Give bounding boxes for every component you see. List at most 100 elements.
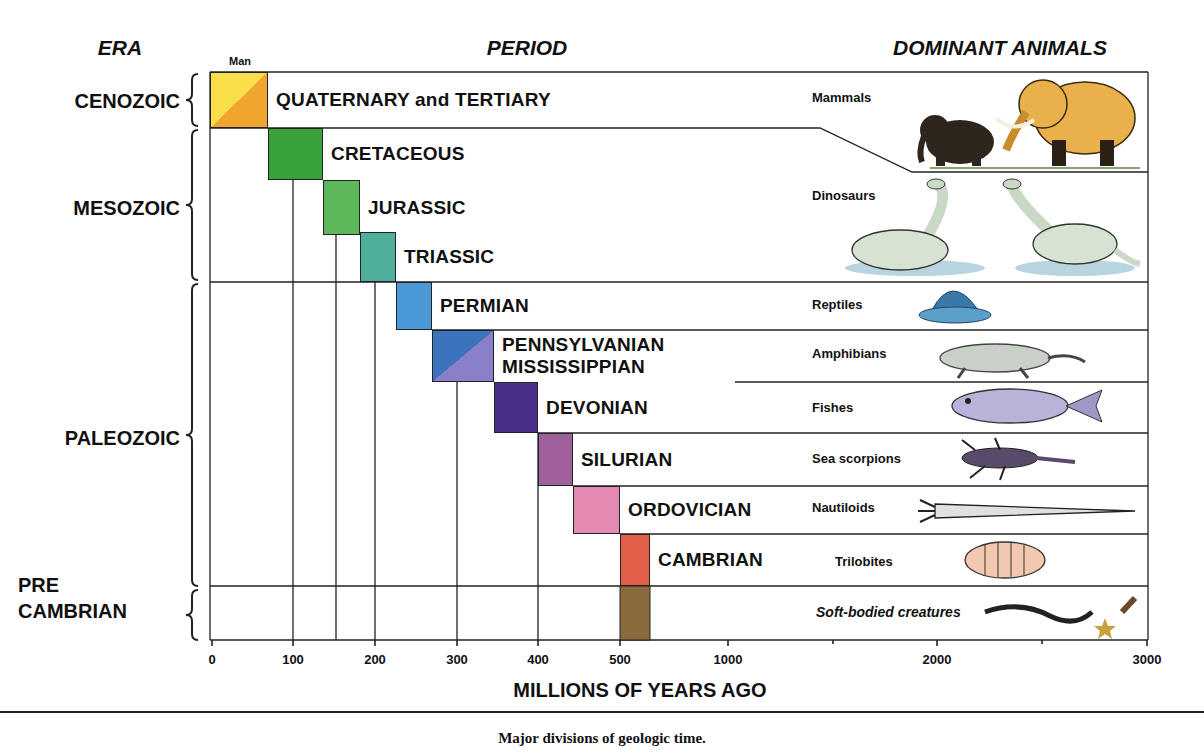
period-name: PERMIAN — [440, 295, 529, 317]
era-name: CENOZOIC — [74, 89, 180, 113]
time-line — [456, 382, 457, 640]
frame-line — [210, 71, 1148, 72]
era-name: PRE CAMBRIAN — [18, 572, 143, 624]
scorpion-tail — [1036, 458, 1075, 462]
period-box: CRETACEOUS — [268, 128, 323, 180]
animal-name: Reptiles — [812, 297, 863, 313]
axis-tick — [456, 640, 458, 646]
axis-tick-label: 300 — [446, 652, 468, 668]
period-name: MISSISSIPPIAN — [502, 356, 664, 378]
fish-eye — [965, 398, 971, 404]
mammoth-trunk — [1006, 112, 1026, 150]
period-name: JURASSIC — [368, 197, 466, 219]
trilobite-segments — [985, 543, 1024, 577]
dinosaur-body — [852, 230, 948, 270]
trilobite-illustration — [965, 542, 1045, 578]
era-brace — [186, 284, 198, 586]
period-box: TRIASSIC — [360, 232, 396, 282]
period-name: DEVONIAN — [546, 397, 648, 419]
scorpion-legs — [962, 438, 1005, 480]
worm — [1122, 598, 1135, 612]
period-heading: JURASSIC — [368, 197, 466, 219]
starfish — [1094, 618, 1116, 639]
axis-tick-label: 3000 — [1133, 652, 1162, 668]
band-line — [735, 381, 1148, 382]
era-name: MESOZOIC — [73, 196, 180, 220]
period-heading: ORDOVICIAN — [628, 499, 751, 521]
mammoth-illustration — [920, 80, 1140, 168]
animal-name: Nautiloids — [812, 500, 875, 516]
period-name: QUATERNARY and TERTIARY — [276, 89, 551, 111]
column-header: DOMINANT ANIMALS — [893, 35, 1107, 60]
reptile-illustration — [919, 291, 991, 323]
period-name: ORDOVICIAN — [628, 499, 751, 521]
axis-tick-label: 1000 — [714, 652, 743, 668]
dinosaur-head — [1003, 179, 1021, 189]
frame-line — [1147, 72, 1148, 640]
period-name: SILURIAN — [581, 449, 672, 471]
period-heading: CAMBRIAN — [658, 549, 763, 571]
dinosaur-illustration — [845, 179, 1140, 276]
scorpion-body — [962, 448, 1038, 468]
era-boundary — [210, 585, 1148, 586]
axis-title: MILLIONS OF YEARS AGO — [513, 678, 766, 702]
period-heading: CRETACEOUS — [331, 143, 465, 165]
axis-tick-label: 500 — [609, 652, 631, 668]
mammoth-leg — [1052, 140, 1066, 166]
animal-name: Mammals — [812, 90, 871, 106]
amphibian-body — [940, 344, 1050, 372]
mammoth-trunk — [920, 136, 924, 162]
period-box: PENNSYLVANIANMISSISSIPPIAN — [432, 330, 494, 382]
fish-illustration — [952, 389, 1102, 423]
time-axis — [210, 640, 1148, 646]
precambrian-bar — [620, 586, 650, 640]
mammoth-leg — [936, 152, 945, 166]
animal-name: Trilobites — [835, 554, 893, 570]
axis-tick — [936, 640, 938, 646]
period-box: CAMBRIAN — [620, 534, 650, 586]
time-line — [335, 235, 336, 640]
period-box: ORDOVICIAN — [573, 486, 620, 534]
axis-tick-label: 2000 — [923, 652, 952, 668]
axis-tick — [211, 640, 213, 646]
column-header: ERA — [98, 35, 142, 60]
period-box: JURASSIC — [323, 180, 360, 235]
grass — [930, 167, 1140, 169]
time-line — [374, 282, 375, 640]
animal-name: Soft-bodied creatures — [816, 604, 961, 621]
band-line — [573, 485, 1148, 486]
axis-tick — [374, 640, 376, 646]
dinosaur-head — [927, 179, 945, 189]
frame-lines — [210, 72, 1148, 640]
amphibian-tail — [1048, 356, 1085, 362]
amphibian-illustration — [940, 344, 1085, 378]
axis-tick-label: 400 — [527, 652, 549, 668]
axis-tick-label: 100 — [282, 652, 304, 668]
soft-bodied-illustration — [985, 598, 1135, 639]
axis-tick — [832, 640, 834, 644]
amphibian-leg — [1020, 368, 1028, 378]
era-brace — [186, 590, 198, 640]
nautiloid-shell — [935, 504, 1135, 518]
axis-line — [210, 639, 1148, 641]
dinosaur-neck — [925, 186, 943, 240]
era-brace — [186, 74, 198, 126]
mammoth-leg — [972, 152, 981, 166]
caption-rule — [0, 711, 1204, 713]
era-brace — [186, 130, 198, 280]
animal-name: Sea scorpions — [812, 451, 901, 467]
axis-tick-label: 200 — [364, 652, 386, 668]
dinosaur-tail — [1115, 250, 1140, 264]
animal-name: Fishes — [812, 400, 853, 416]
mammoth-tusk — [996, 118, 1034, 127]
era-braces — [186, 74, 198, 640]
band-line — [432, 329, 1148, 330]
era-boundary — [210, 281, 1148, 282]
axis-tick — [619, 640, 621, 646]
period-heading: PENNSYLVANIANMISSISSIPPIAN — [502, 334, 664, 378]
amphibian-leg — [958, 368, 965, 378]
period-name: CRETACEOUS — [331, 143, 465, 165]
period-name: CAMBRIAN — [658, 549, 763, 571]
column-header: PERIOD — [487, 35, 568, 60]
